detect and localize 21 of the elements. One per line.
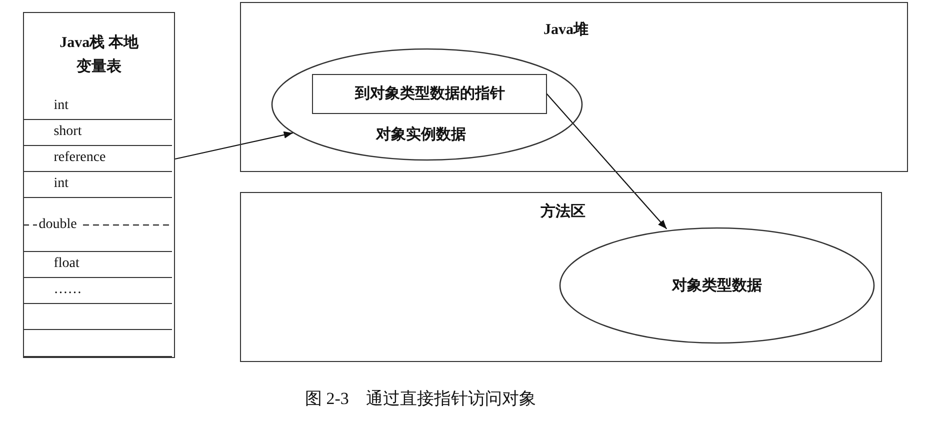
arrow: [546, 92, 668, 230]
node-label: 到对象类型数据的指针: [355, 85, 505, 103]
row-label: int: [54, 97, 68, 116]
pointer-box: [312, 74, 547, 114]
table-heading: Java栈 本地变量表: [58, 33, 140, 77]
figure-caption: 图 2-3 通过直接指针访问对象: [305, 388, 536, 410]
area-label: Java堆: [544, 21, 588, 39]
object-ellipse: [271, 48, 583, 161]
row-label: int: [54, 174, 68, 193]
memory-area-box: [240, 192, 882, 362]
node-label: 对象类型数据: [672, 277, 762, 295]
arrow: [174, 131, 293, 160]
row-label: float: [54, 254, 80, 273]
object-ellipse: [559, 227, 875, 344]
node-label: 对象实例数据: [376, 126, 466, 144]
row-label: ……: [54, 280, 82, 299]
memory-area-box: [240, 2, 908, 172]
row-label: short: [54, 122, 82, 141]
area-label: 方法区: [540, 203, 586, 221]
stack-table: [23, 12, 175, 358]
row-label: reference: [54, 148, 106, 167]
